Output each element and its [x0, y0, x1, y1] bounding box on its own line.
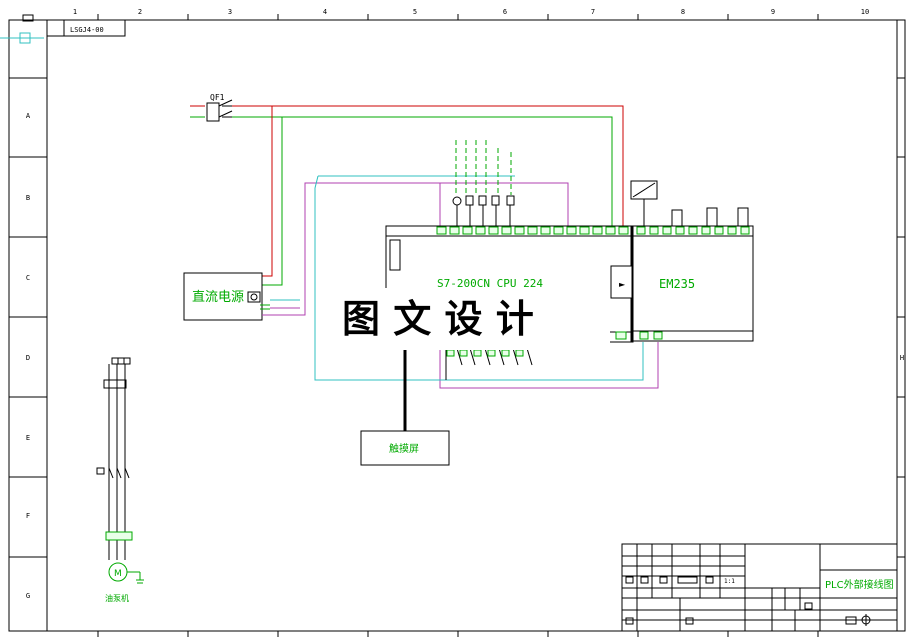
row-marker-a: A: [26, 112, 31, 120]
plc-top-terminals: [436, 226, 629, 235]
em235-module: EM235: [632, 225, 754, 342]
column-marker-7: 7: [591, 8, 595, 16]
scale-value: 1:1: [724, 578, 735, 585]
em235-terminals: [615, 226, 750, 340]
power-supply-label: 直流电源: [192, 290, 244, 305]
indicator-lamps: [452, 195, 515, 228]
column-marker-9: 9: [771, 8, 775, 16]
column-marker-5: 5: [413, 8, 417, 16]
drawing-frame: [8, 19, 906, 632]
motor-symbol: M: [114, 569, 122, 579]
column-marker-2: 2: [138, 8, 142, 16]
input-switches: [455, 140, 512, 195]
title-block: [621, 543, 898, 632]
row-marker-d: D: [26, 354, 30, 362]
column-marker-10: 10: [861, 8, 869, 16]
em235-label: EM235: [659, 277, 695, 291]
plc-cpu-label: S7-200CN CPU 224: [437, 277, 543, 290]
breaker-label: QF1: [210, 93, 225, 102]
row-marker-e: E: [26, 434, 30, 442]
main-power-wiring: [190, 105, 624, 286]
column-marker-6: 6: [503, 8, 507, 16]
analog-sensors: [630, 180, 749, 227]
dc-power-supply: 直流电源: [183, 272, 270, 321]
header-code-box: LSGJ4-00: [0, 14, 126, 44]
row-marker-b: B: [26, 194, 30, 202]
motor-circuit: [96, 357, 131, 560]
column-marker-8: 8: [681, 8, 685, 16]
touch-screen-label: 触摸屏: [389, 442, 419, 455]
motor: M 油泵机: [105, 562, 144, 603]
drawing-title: PLC外部接线图: [825, 578, 894, 591]
row-marker-h: H: [900, 354, 904, 362]
header-code-label: LSGJ4-00: [70, 26, 104, 34]
motor-label: 油泵机: [105, 593, 129, 603]
breaker-qf1: QF1: [206, 93, 233, 122]
motor-thermal-relay: [105, 531, 133, 541]
projection-symbol: [845, 614, 872, 626]
column-marker-ticks: [9, 14, 905, 637]
column-marker-4: 4: [323, 8, 327, 16]
column-marker-3: 3: [228, 8, 232, 16]
output-wiring: [270, 175, 644, 381]
row-marker-f: F: [26, 512, 30, 520]
input-wiring: [262, 182, 659, 389]
touch-screen: 触摸屏: [360, 430, 450, 466]
row-marker-g: G: [26, 592, 30, 600]
plc-port-arrow: ►: [619, 280, 626, 289]
column-marker-1: 1: [73, 8, 77, 16]
watermark-text: 图 文 设 计: [342, 296, 534, 341]
row-marker-c: C: [26, 274, 30, 282]
watermark: 图 文 设 计: [318, 288, 610, 350]
